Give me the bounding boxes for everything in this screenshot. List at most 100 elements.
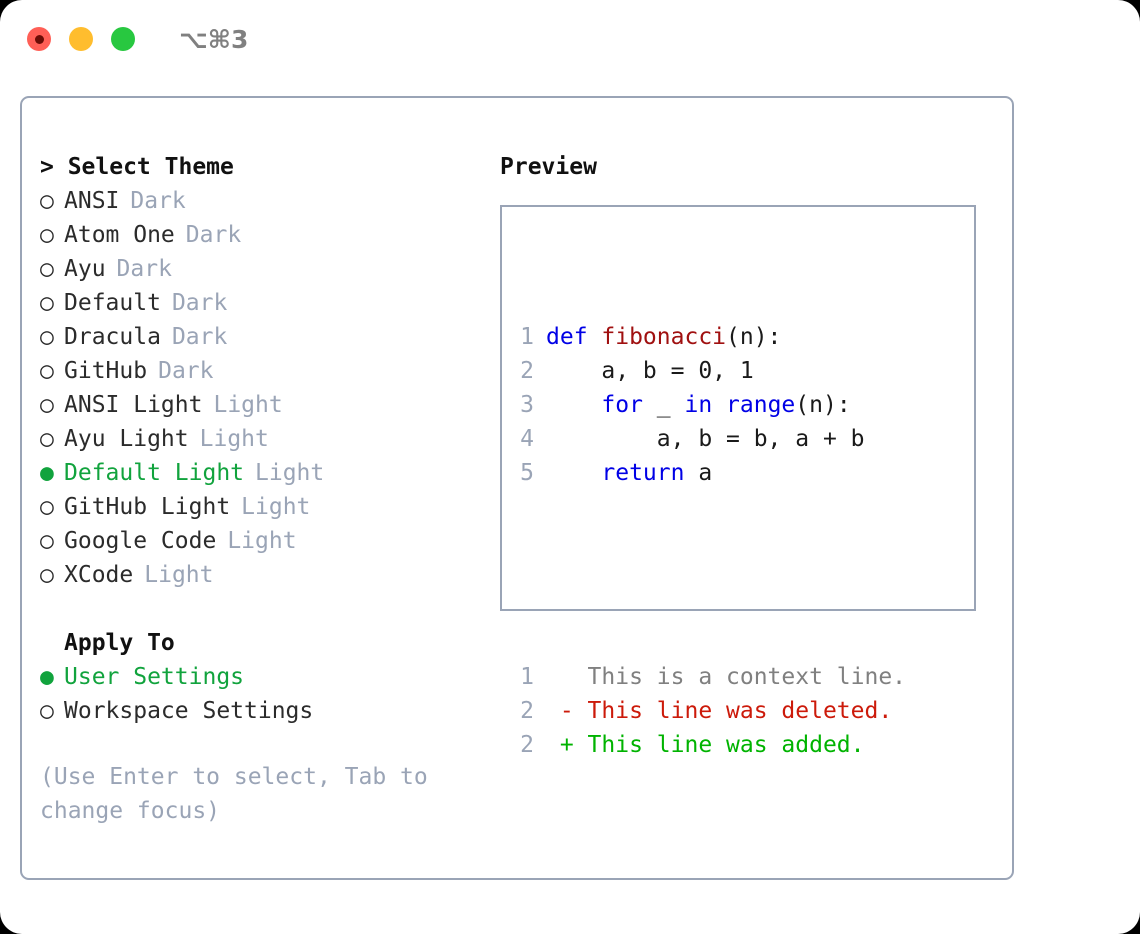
- theme-variant-label: Dark: [116, 256, 172, 282]
- code-token: range: [726, 392, 796, 418]
- radio-unselected-icon: ○: [40, 358, 54, 384]
- theme-option-row[interactable]: ○ Ayu Dark: [40, 252, 500, 286]
- radio-unselected-icon: ○: [40, 222, 54, 248]
- traffic-lights: [27, 27, 135, 51]
- title-bar: ⌥⌘3: [0, 0, 1140, 78]
- theme-option-label: Ayu Light: [64, 426, 189, 452]
- code-token: a, b = b, a + b: [546, 426, 865, 452]
- theme-variant-label: Dark: [171, 324, 228, 350]
- keyboard-shortcut-label: ⌥⌘3: [179, 24, 249, 54]
- preview-heading: Preview: [500, 154, 597, 180]
- diff-line-text: This is a context line.: [546, 664, 907, 690]
- code-token: (n):: [726, 324, 782, 350]
- apply-to-heading: Apply To: [64, 630, 175, 656]
- theme-option-label: ANSI Light: [64, 392, 203, 418]
- list-spacer: [40, 592, 500, 626]
- close-dot-icon: [34, 34, 44, 44]
- keyboard-hint-text: (Use Enter to select, Tab to change focu…: [40, 764, 428, 824]
- diff-line: 1 This is a context line.: [520, 660, 906, 694]
- code-line: 2 a, b = 0, 1: [520, 354, 906, 388]
- theme-variant-label: Light: [255, 460, 325, 486]
- theme-variant-label: Dark: [158, 358, 214, 384]
- theme-option-row[interactable]: ○ Default Dark: [40, 286, 500, 320]
- theme-option-row[interactable]: ○ Dracula Dark: [40, 320, 500, 354]
- code-token: return: [601, 460, 685, 486]
- line-number: 1: [520, 664, 534, 690]
- code-token: _: [642, 392, 685, 418]
- diff-block: 1 This is a context line.2 - This line w…: [520, 660, 906, 762]
- maximize-button-icon[interactable]: [111, 27, 135, 51]
- theme-variant-label: Light: [241, 494, 311, 520]
- theme-variant-label: Dark: [171, 290, 228, 316]
- diff-line-text: - This line was deleted.: [546, 698, 893, 724]
- radio-unselected-icon: ○: [40, 562, 54, 588]
- code-line: 4 a, b = b, a + b: [520, 422, 906, 456]
- minimize-button-icon[interactable]: [69, 27, 93, 51]
- radio-unselected-icon: ○: [40, 256, 54, 282]
- theme-variant-label: Dark: [185, 222, 242, 248]
- theme-variant-label: Dark: [130, 188, 186, 214]
- radio-unselected-icon: ○: [40, 188, 54, 214]
- theme-option-label: Default Light: [64, 460, 245, 486]
- radio-unselected-icon: ○: [40, 324, 54, 350]
- theme-variant-label: Light: [227, 528, 297, 554]
- theme-option-row[interactable]: ● Default Light Light: [40, 456, 500, 490]
- radio-unselected-icon: ○: [40, 528, 54, 554]
- apply-to-option-row[interactable]: ●User Settings: [40, 660, 500, 694]
- radio-unselected-icon: ○: [40, 698, 54, 724]
- diff-line-text: + This line was added.: [546, 732, 865, 758]
- apply-to-option-row[interactable]: ○ Workspace Settings: [40, 694, 500, 728]
- line-number: 2: [520, 698, 534, 724]
- code-token: a, b = 0, 1: [546, 358, 754, 384]
- line-number: 2: [520, 358, 534, 384]
- theme-option-label: Ayu: [64, 256, 106, 282]
- code-line: 5 return a: [520, 456, 906, 490]
- code-line: 3 for _ in range(n):: [520, 388, 906, 422]
- theme-option-row[interactable]: ○ Google Code Light: [40, 524, 500, 558]
- select-theme-heading: > Select Theme: [40, 154, 234, 180]
- code-token: [712, 392, 726, 418]
- theme-option-label: Dracula: [64, 324, 161, 350]
- theme-option-label: XCode: [64, 562, 134, 588]
- theme-option-label: Atom One: [64, 222, 175, 248]
- theme-option-label: Default: [64, 290, 161, 316]
- radio-unselected-icon: ○: [40, 426, 54, 452]
- radio-unselected-icon: ○: [40, 392, 54, 418]
- apply-to-option-label: Workspace Settings: [64, 698, 314, 724]
- radio-unselected-icon: ○: [40, 494, 54, 520]
- theme-option-row[interactable]: ○ Atom One Dark: [40, 218, 500, 252]
- diff-line: 2 - This line was deleted.: [520, 694, 906, 728]
- code-token: [546, 460, 601, 486]
- radio-unselected-icon: ○: [40, 290, 54, 316]
- close-button-icon[interactable]: [27, 27, 51, 51]
- code-token: (n):: [795, 392, 851, 418]
- theme-option-row[interactable]: ○ GitHub Light Light: [40, 490, 500, 524]
- line-number: 4: [520, 426, 534, 452]
- theme-option-row[interactable]: ○ Ayu Light Light: [40, 422, 500, 456]
- diff-line: 2 + This line was added.: [520, 728, 906, 762]
- code-token: in: [684, 392, 713, 418]
- line-number: 2: [520, 732, 534, 758]
- radio-selected-icon: ●: [40, 460, 54, 486]
- theme-variant-label: Light: [199, 426, 269, 452]
- apply-to-option-label: User Settings: [64, 664, 245, 690]
- code-token: [546, 392, 601, 418]
- apply-to-option-list: ●User Settings ○ Workspace Settings: [40, 660, 500, 728]
- code-diff-separator: [520, 558, 906, 592]
- theme-option-label: Google Code: [64, 528, 217, 554]
- theme-option-label: GitHub Light: [64, 494, 231, 520]
- code-token: fibonacci: [601, 324, 727, 350]
- code-token: def: [546, 324, 602, 350]
